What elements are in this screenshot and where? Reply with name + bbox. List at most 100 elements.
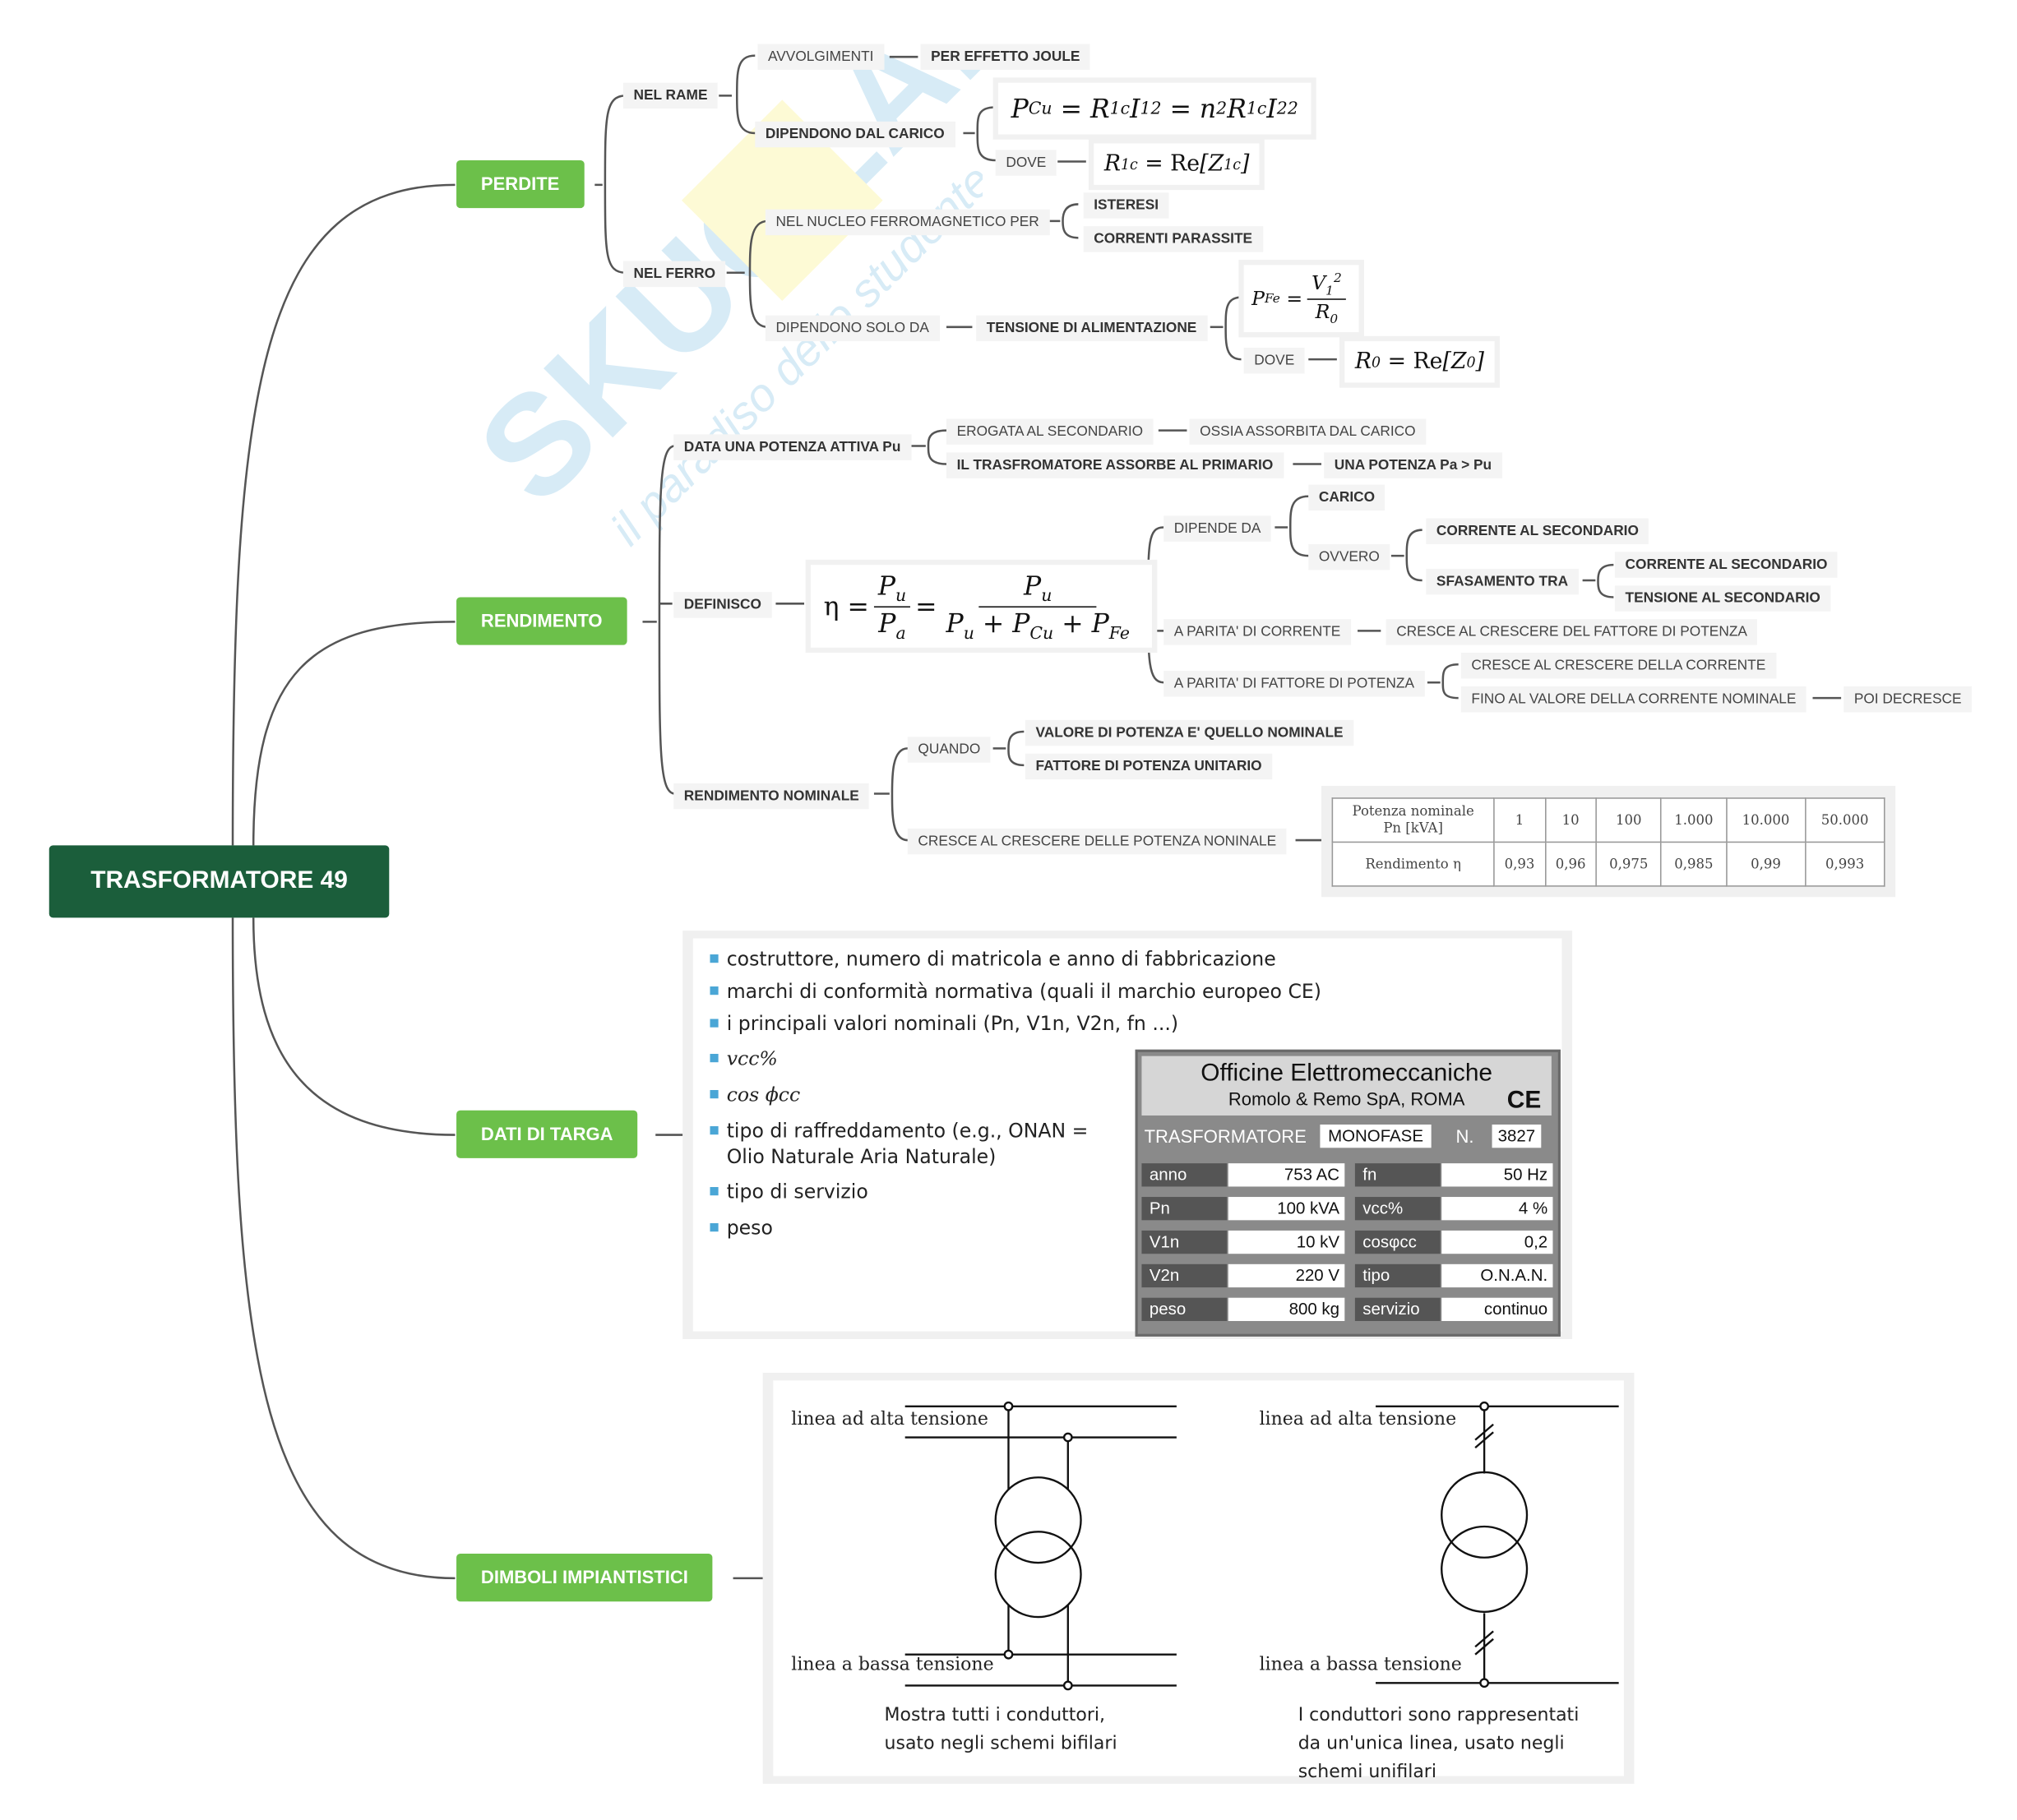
node-per-effetto-joule[interactable]: PER EFFETTO JOULE xyxy=(920,44,1091,70)
node-definisco[interactable]: DEFINISCO xyxy=(673,592,772,618)
node-tensione-alimentazione[interactable]: TENSIONE DI ALIMENTAZIONE xyxy=(976,315,1207,342)
node-nel-nucleo[interactable]: NEL NUCLEO FERROMAGNETICO PER xyxy=(765,209,1050,236)
plate-value: 0,2 xyxy=(1441,1230,1553,1254)
node-isteresi[interactable]: ISTERESI xyxy=(1083,192,1169,219)
plate-trasformatore: TRASFORMATORE xyxy=(1144,1125,1307,1147)
root-node[interactable]: TRASFORMATORE 49 xyxy=(49,845,390,918)
node-parita-fattore[interactable]: A PARITA' DI FATTORE DI POTENZA xyxy=(1163,671,1425,697)
table-cell: 0,93 xyxy=(1493,841,1546,887)
node-nel-rame[interactable]: NEL RAME xyxy=(622,82,719,109)
plate-company: Officine Elettromeccaniche xyxy=(1200,1060,1493,1088)
node-quando[interactable]: QUANDO xyxy=(907,737,991,763)
node-corrente-secondario[interactable]: CORRENTE AL SECONDARIO xyxy=(1426,518,1649,544)
left-caption: Mostra tutti i conduttori, usato negli s… xyxy=(884,1704,1117,1754)
plate-key: fn xyxy=(1354,1163,1441,1187)
plate-key: Pn xyxy=(1141,1197,1228,1221)
plate-value: 220 V xyxy=(1228,1263,1345,1288)
table-cell: 0,975 xyxy=(1595,841,1663,887)
plate-value: 100 kVA xyxy=(1228,1197,1345,1221)
table-cell: 0,985 xyxy=(1660,841,1728,887)
plate-key: vcc% xyxy=(1354,1197,1441,1221)
node-data-una-potenza[interactable]: DATA UNA POTENZA ATTIVA Pu xyxy=(673,434,911,460)
table-header-rendimento: Rendimento η xyxy=(1331,841,1495,887)
plate-value: 4 % xyxy=(1441,1197,1553,1221)
node-fattore-unitario[interactable]: FATTORE DI POTENZA UNITARIO xyxy=(1025,753,1273,780)
node-cresce-corrente[interactable]: CRESCE AL CRESCERE DELLA CORRENTE xyxy=(1460,653,1776,679)
branch-dati-targa[interactable]: DATI DI TARGA xyxy=(456,1110,638,1158)
plate-tipo-fase: MONOFASE xyxy=(1320,1124,1432,1148)
table-cell: 0,993 xyxy=(1804,841,1885,887)
simboli-panel: linea ad alta tensione linea a bassa ten… xyxy=(762,1372,1635,1784)
table-cell: 0,96 xyxy=(1544,841,1597,887)
left-high-label: linea ad alta tensione xyxy=(791,1408,988,1430)
node-dipendono-solo-da[interactable]: DIPENDONO SOLO DA xyxy=(765,315,940,342)
node-dipendono-dal-carico[interactable]: DIPENDONO DAL CARICO xyxy=(755,121,955,148)
plate-value: O.N.A.N. xyxy=(1441,1263,1553,1288)
node-correnti-parassite[interactable]: CORRENTI PARASSITE xyxy=(1083,226,1263,252)
table-cell: 0,99 xyxy=(1725,841,1807,887)
node-rendimento-nominale[interactable]: RENDIMENTO NOMINALE xyxy=(673,783,870,810)
transformer-symbols xyxy=(904,1401,1619,1691)
table-panel: Potenza nominale Pn [kVA] 1 10 100 1.000… xyxy=(1321,786,1896,898)
plate-value: continuo xyxy=(1441,1297,1553,1321)
right-high-label: linea ad alta tensione xyxy=(1259,1408,1457,1430)
branch-rendimento[interactable]: RENDIMENTO xyxy=(456,597,627,645)
plate-value: 10 kV xyxy=(1228,1230,1345,1254)
node-carico[interactable]: CARICO xyxy=(1308,484,1386,511)
node-poi-decresce[interactable]: POI DECRESCE xyxy=(1844,686,1973,713)
node-assorbe[interactable]: IL TRASFROMATORE ASSORBE AL PRIMARIO xyxy=(946,452,1284,478)
table-potenza-unit: Pn [kVA] xyxy=(1383,820,1443,836)
node-sfasamento[interactable]: SFASAMENTO TRA xyxy=(1426,568,1579,595)
node-dove[interactable]: DOVE xyxy=(995,150,1057,176)
table-cell: 50.000 xyxy=(1804,797,1885,843)
dati-targa-panel: ▪costruttore, numero di matricola e anno… xyxy=(682,931,1573,1340)
table-cell: 10.000 xyxy=(1725,797,1807,843)
node-dove-2[interactable]: DOVE xyxy=(1243,347,1305,374)
node-valore-potenza[interactable]: VALORE DI POTENZA E' QUELLO NOMINALE xyxy=(1025,719,1354,746)
node-ossia[interactable]: OSSIA ASSORBITA DAL CARICO xyxy=(1189,418,1427,445)
node-fino-al-valore[interactable]: FINO AL VALORE DELLA CORRENTE NOMINALE xyxy=(1460,686,1807,713)
node-tensione-secondario[interactable]: TENSIONE AL SECONDARIO xyxy=(1614,585,1831,612)
plate-numero: 3827 xyxy=(1492,1124,1542,1148)
node-ovvero[interactable]: OVVERO xyxy=(1308,543,1390,570)
plate-key: anno xyxy=(1141,1163,1228,1187)
plate-key: cosφcc xyxy=(1354,1230,1441,1254)
plate-value: 753 AC xyxy=(1228,1163,1345,1187)
nameplate: Officine Elettromeccaniche Romolo & Remo… xyxy=(1135,1049,1561,1337)
node-corrente-secondario-2[interactable]: CORRENTE AL SECONDARIO xyxy=(1614,552,1839,578)
table-potenza-label: Potenza nominale xyxy=(1352,803,1474,820)
plate-key: tipo xyxy=(1354,1263,1441,1288)
table-cell: 1 xyxy=(1493,797,1546,843)
rendimento-table: Potenza nominale Pn [kVA] 1 10 100 1.000… xyxy=(1331,797,1885,887)
node-erogata[interactable]: EROGATA AL SECONDARIO xyxy=(946,418,1154,445)
plate-key: V1n xyxy=(1141,1230,1228,1254)
node-avvolgimenti[interactable]: AVVOLGIMENTI xyxy=(757,44,885,70)
left-low-label: linea a bassa tensione xyxy=(791,1654,994,1675)
plate-value: 50 Hz xyxy=(1441,1163,1553,1187)
node-parita-corrente[interactable]: A PARITA' DI CORRENTE xyxy=(1163,619,1351,645)
branch-perdite[interactable]: PERDITE xyxy=(456,159,585,209)
plate-n-label: N. xyxy=(1455,1125,1474,1147)
plate-key: servizio xyxy=(1354,1297,1441,1321)
node-dipende-da[interactable]: DIPENDE DA xyxy=(1163,515,1272,542)
table-cell: 100 xyxy=(1595,797,1663,843)
node-potenza-pa[interactable]: UNA POTENZA Pa > Pu xyxy=(1324,452,1502,478)
right-low-label: linea a bassa tensione xyxy=(1259,1654,1462,1675)
table-cell: 10 xyxy=(1544,797,1597,843)
node-nel-ferro[interactable]: NEL FERRO xyxy=(622,261,726,288)
plate-address: Romolo & Remo SpA, ROMA xyxy=(1228,1088,1465,1110)
table-cell: 1.000 xyxy=(1660,797,1728,843)
plate-key: peso xyxy=(1141,1297,1228,1321)
node-cresce-potenza[interactable]: CRESCE AL CRESCERE DELLE POTENZA NONINAL… xyxy=(907,828,1287,855)
branch-simboli[interactable]: DIMBOLI IMPIANTISTICI xyxy=(456,1554,713,1602)
plate-key: V2n xyxy=(1141,1263,1228,1288)
right-caption: I conduttori sono rappresentati da un'un… xyxy=(1298,1704,1580,1783)
ce-mark-icon: CE xyxy=(1506,1087,1542,1115)
node-cresce-fattore[interactable]: CRESCE AL CRESCERE DEL FATTORE DI POTENZ… xyxy=(1386,619,1758,645)
